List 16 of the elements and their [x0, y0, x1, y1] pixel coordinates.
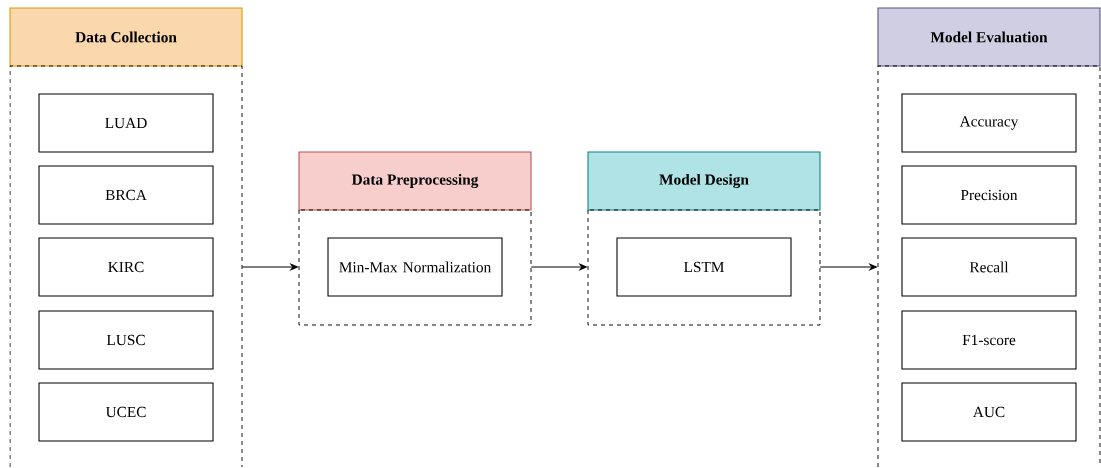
- process-box: LUSC: [38, 310, 214, 370]
- process-box: LSTM: [616, 237, 792, 297]
- process-box: Recall: [901, 237, 1077, 297]
- process-box: Precision: [901, 165, 1077, 225]
- stage-header: Data Preprocessing: [298, 151, 532, 211]
- process-box: Min-Max Normalization: [327, 237, 503, 297]
- stage-header: Model Evaluation: [877, 7, 1101, 67]
- process-box: AUC: [901, 382, 1077, 442]
- stage-header: Model Design: [587, 151, 821, 211]
- process-box: BRCA: [38, 165, 214, 225]
- process-box: F1-score: [901, 310, 1077, 370]
- stage-header: Data Collection: [9, 7, 243, 67]
- process-box: KIRC: [38, 237, 214, 297]
- process-box: UCEC: [38, 382, 214, 442]
- process-box: Accuracy: [901, 93, 1077, 153]
- process-box: LUAD: [38, 93, 214, 153]
